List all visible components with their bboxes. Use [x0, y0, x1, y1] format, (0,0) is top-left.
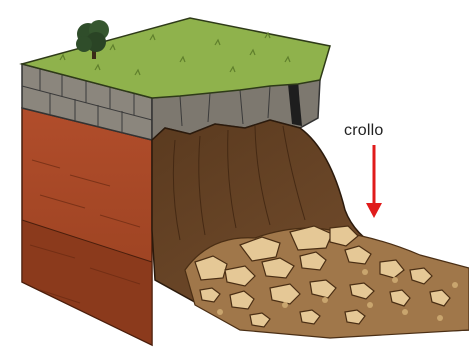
crollo-label: crollo: [344, 122, 383, 140]
front-face: [22, 108, 152, 345]
arrow-down-icon: [366, 145, 382, 218]
debris-pile: [185, 226, 469, 338]
